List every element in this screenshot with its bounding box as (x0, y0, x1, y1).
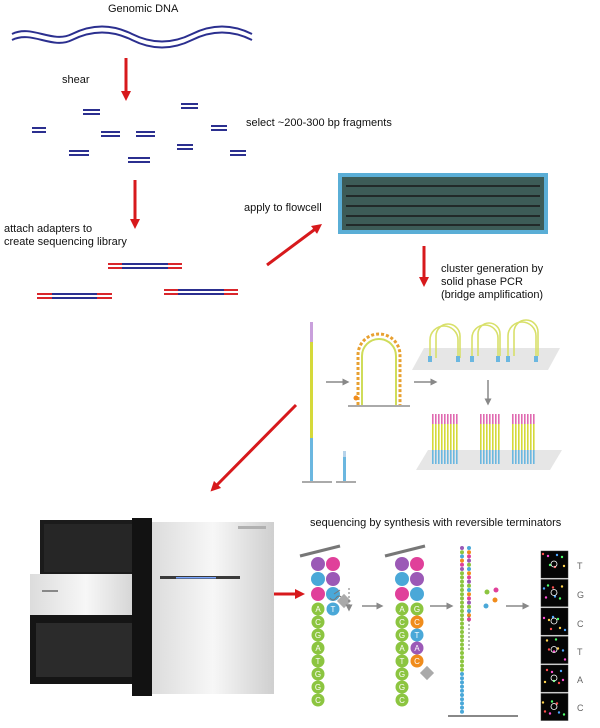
template-base (395, 641, 409, 655)
cluster-image-tile (540, 693, 569, 721)
svg-text:C: C (414, 618, 420, 627)
template-base (395, 667, 409, 681)
sequencer-instrument (30, 518, 274, 696)
template-base-label: C (315, 696, 321, 705)
cluster-generation-illustration (302, 319, 562, 483)
label-cluster-line1: cluster generation by (441, 263, 544, 275)
template-base (311, 667, 325, 681)
flowcell (338, 173, 548, 234)
cluster-image-tile (540, 579, 569, 607)
base-call-4: T (577, 647, 583, 657)
incorporated-base (410, 615, 424, 629)
incorporated-base (410, 641, 424, 655)
label-sequencing-by-synthesis: sequencing by synthesis with reversible … (310, 517, 562, 529)
cluster-image-tile (540, 550, 569, 579)
single-strand (310, 322, 313, 481)
template-base (311, 654, 325, 668)
incorporated-base (410, 654, 424, 668)
dna-fragments (32, 103, 246, 163)
svg-text:G: G (414, 605, 420, 614)
cluster-image-tile (540, 636, 569, 664)
base-call-6: C (577, 703, 584, 713)
base-call-2: G (577, 590, 585, 600)
template-base-label: A (315, 605, 321, 614)
svg-text:A: A (399, 605, 405, 614)
label-attach-line1: attach adapters to (4, 223, 93, 235)
template-base (311, 602, 325, 616)
template-base-label: C (315, 618, 321, 627)
template-base (311, 680, 325, 694)
incorporated-base (410, 628, 424, 642)
red-arrows (121, 58, 429, 599)
label-apply-flowcell: apply to flowcell (244, 202, 322, 214)
svg-text:C: C (414, 657, 420, 666)
svg-text:G: G (399, 631, 405, 640)
label-cluster-generation: cluster generation by solid phase PCR (b… (441, 263, 543, 302)
template-base (395, 628, 409, 642)
template-base-label: G (315, 670, 321, 679)
template-base (395, 654, 409, 668)
svg-text:G: G (399, 683, 405, 692)
template-base (311, 628, 325, 642)
template-base-label: G (315, 631, 321, 640)
label-cluster-line3: (bridge amplification) (441, 289, 544, 301)
template-base (311, 615, 325, 629)
svg-text:C: C (399, 696, 405, 705)
label-select-fragments: select ~200-300 bp fragments (246, 117, 392, 129)
svg-text:T: T (400, 657, 405, 666)
base-call-1: T (577, 561, 583, 571)
adapter-ligated-fragments (37, 263, 238, 299)
template-base (311, 693, 325, 707)
cluster-image-tiles (540, 550, 569, 721)
svg-text:G: G (399, 670, 405, 679)
incorporated-base (410, 602, 424, 616)
svg-text:T: T (331, 605, 336, 614)
label-attach-adapters: attach adapters to create sequencing lib… (4, 223, 127, 249)
label-shear: shear (62, 74, 90, 86)
template-base-label: A (315, 644, 321, 653)
template-base-label: G (315, 683, 321, 692)
base-call-5: A (577, 675, 584, 685)
label-attach-line2: create sequencing library (4, 236, 127, 248)
template-base-label: T (316, 657, 321, 666)
base-call-3: C (577, 619, 584, 629)
clusters (432, 414, 535, 464)
cluster-image-tile (540, 607, 569, 636)
genomic-dna-strands (11, 25, 253, 49)
svg-text:A: A (414, 644, 420, 653)
svg-text:A: A (399, 644, 405, 653)
template-base (311, 641, 325, 655)
label-cluster-line2: solid phase PCR (441, 276, 523, 288)
svg-text:C: C (399, 618, 405, 627)
template-base (395, 602, 409, 616)
label-genomic-dna: Genomic DNA (108, 3, 179, 15)
template-base (395, 693, 409, 707)
template-base (395, 615, 409, 629)
template-base (395, 680, 409, 694)
svg-text:T: T (415, 631, 420, 640)
cluster-image-tile (540, 664, 569, 693)
